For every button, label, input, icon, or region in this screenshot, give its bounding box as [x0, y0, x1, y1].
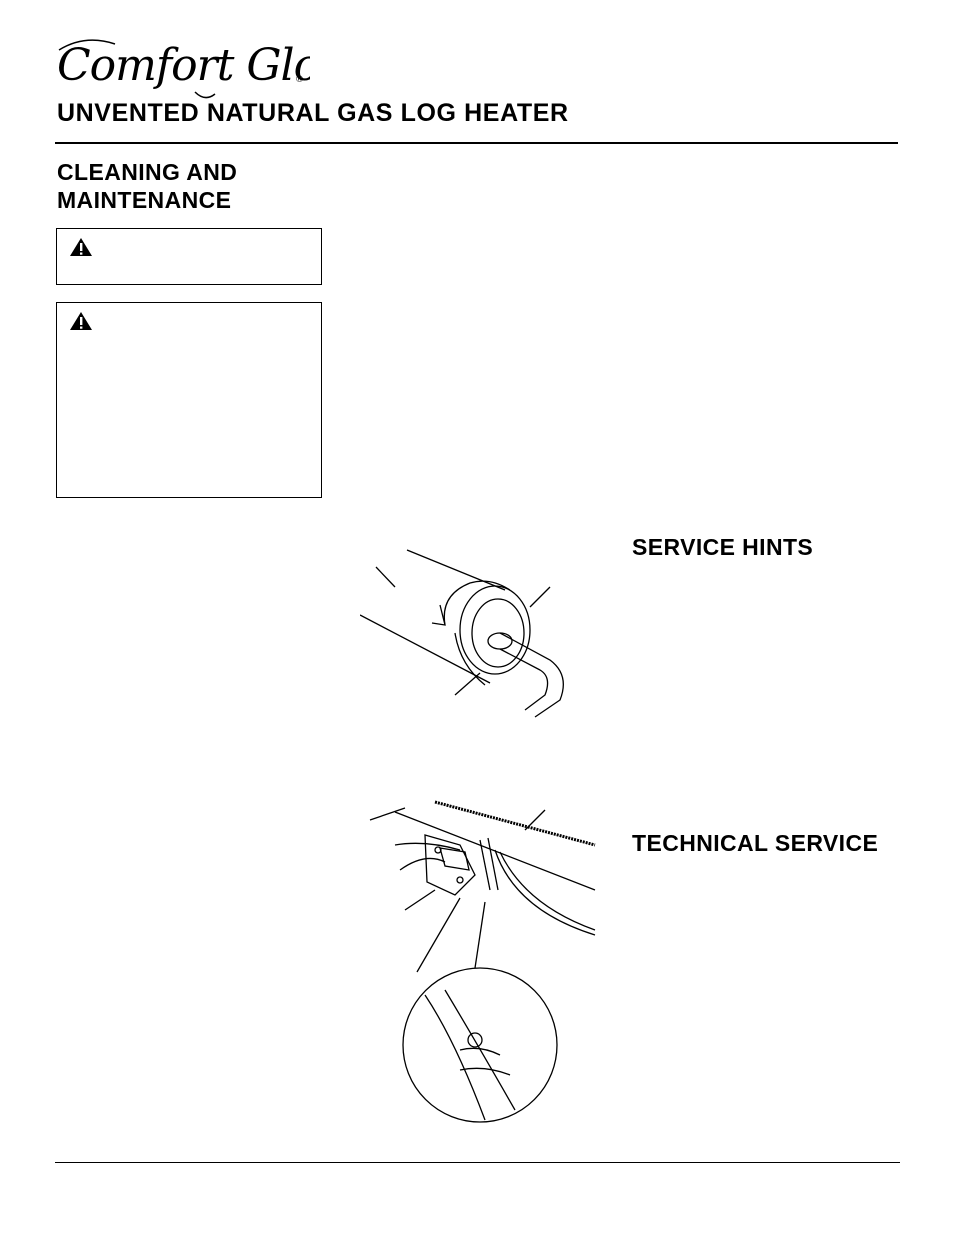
- pilot-assembly-illustration: [365, 790, 600, 1130]
- footer-divider: [55, 1162, 900, 1163]
- service-hints-heading: SERVICE HINTS: [632, 534, 814, 560]
- brand-logo: Comfort Glow ®: [55, 30, 357, 102]
- header-divider: [55, 142, 898, 144]
- burner-air-shutter-illustration: [359, 545, 600, 725]
- svg-text:Comfort Glow: Comfort Glow: [57, 40, 310, 91]
- warning-box: [56, 228, 322, 285]
- cleaning-maintenance-heading: CLEANING AND MAINTENANCE: [57, 159, 238, 213]
- warning-triangle-icon: [70, 238, 92, 256]
- page-title: UNVENTED NATURAL GAS LOG HEATER: [57, 99, 569, 127]
- warning-box: [56, 302, 322, 498]
- warning-triangle-icon: [70, 312, 92, 330]
- svg-text:®: ®: [295, 75, 304, 85]
- comfort-glow-logo-icon: Comfort Glow ®: [57, 39, 357, 99]
- technical-service-heading: TECHNICAL SERVICE: [632, 830, 879, 856]
